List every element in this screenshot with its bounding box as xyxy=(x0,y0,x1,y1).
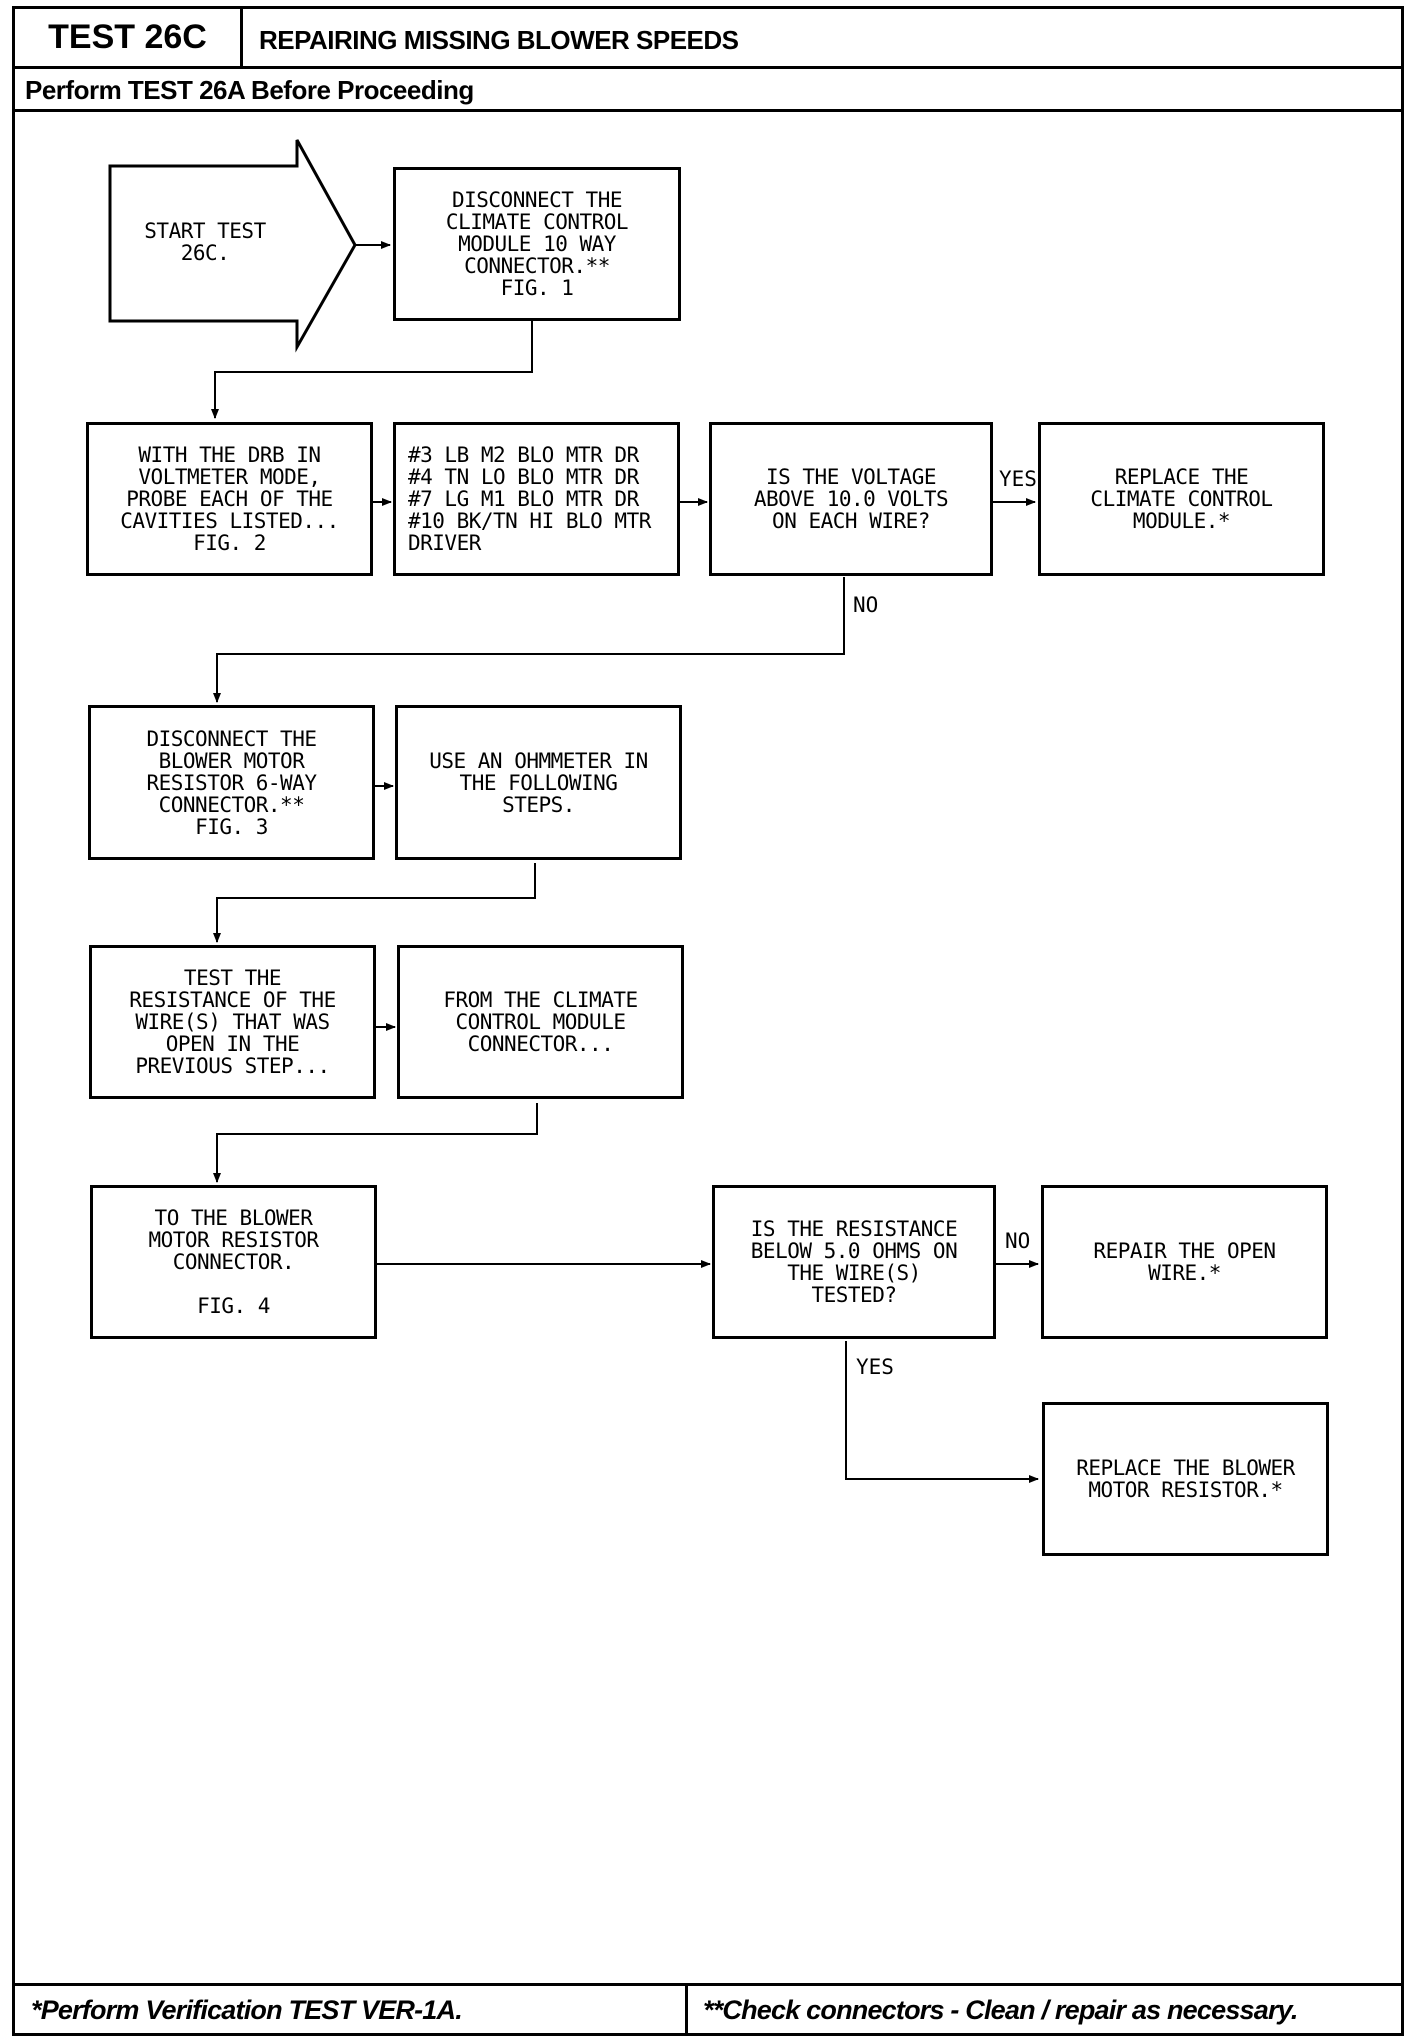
test-title: REPAIRING MISSING BLOWER SPEEDS xyxy=(259,25,739,55)
footer-divider xyxy=(685,1986,688,2033)
flowchart-connectors xyxy=(108,139,1039,1483)
test-id: TEST 26C xyxy=(15,9,243,66)
replace-resistor-step: REPLACE THE BLOWER MOTOR RESISTOR.* xyxy=(1042,1402,1329,1556)
verification-note: *Perform Verification TEST VER-1A. xyxy=(31,1995,463,2025)
procedure-page: TEST 26C REPAIRING MISSING BLOWER SPEEDS… xyxy=(12,6,1404,2036)
flowchart: START TEST 26C. DISCONNECT THE CLIMATE C… xyxy=(15,112,1401,1992)
prerequisite-note: Perform TEST 26A Before Proceeding xyxy=(15,69,1401,112)
connectors-note: **Check connectors - Clean / repair as n… xyxy=(703,1995,1298,2025)
resistance-question: IS THE RESISTANCE BELOW 5.0 OHMS ON THE … xyxy=(712,1185,996,1339)
voltmeter-probe-step: WITH THE DRB IN VOLTMETER MODE, PROBE EA… xyxy=(86,422,373,576)
title-row: TEST 26C REPAIRING MISSING BLOWER SPEEDS xyxy=(15,9,1401,69)
no-label-resistance: NO xyxy=(1005,1229,1031,1253)
replace-ccm-step: REPLACE THE CLIMATE CONTROL MODULE.* xyxy=(1038,422,1325,576)
disconnect-ccm-step: DISCONNECT THE CLIMATE CONTROL MODULE 10… xyxy=(393,167,681,321)
connector-disconnect-to-voltmeter xyxy=(211,319,533,419)
test-resistance-step: TEST THE RESISTANCE OF THE WIRE(S) THAT … xyxy=(89,945,376,1099)
from-ccm-connector-step: FROM THE CLIMATE CONTROL MODULE CONNECTO… xyxy=(397,945,684,1099)
start-label: START TEST 26C. xyxy=(144,219,266,265)
no-label-voltage: NO xyxy=(853,593,879,617)
disconnect-resistor-step: DISCONNECT THE BLOWER MOTOR RESISTOR 6-W… xyxy=(88,705,375,860)
cavity-list-step: #3 LB M2 BLO MTR DR #4 TN LO BLO MTR DR … xyxy=(393,422,680,576)
connector-resistance-yes xyxy=(845,1341,1039,1483)
yes-label-resistance: YES xyxy=(856,1355,894,1379)
start-arrow-shape xyxy=(108,139,357,353)
voltage-question: IS THE VOLTAGE ABOVE 10.0 VOLTS ON EACH … xyxy=(709,422,993,576)
yes-label-voltage: YES xyxy=(999,467,1037,491)
connector-from-ccm-to-resistor xyxy=(213,1103,538,1183)
connector-voltage-no xyxy=(213,577,845,703)
connector-ohmmeter-to-test-resistance xyxy=(213,863,536,943)
repair-open-wire-step: REPAIR THE OPEN WIRE.* xyxy=(1041,1185,1328,1339)
use-ohmmeter-step: USE AN OHMMETER IN THE FOLLOWING STEPS. xyxy=(395,705,682,860)
footer: *Perform Verification TEST VER-1A. **Che… xyxy=(15,1983,1401,2033)
to-resistor-connector-step: TO THE BLOWER MOTOR RESISTOR CONNECTOR. … xyxy=(90,1185,377,1339)
